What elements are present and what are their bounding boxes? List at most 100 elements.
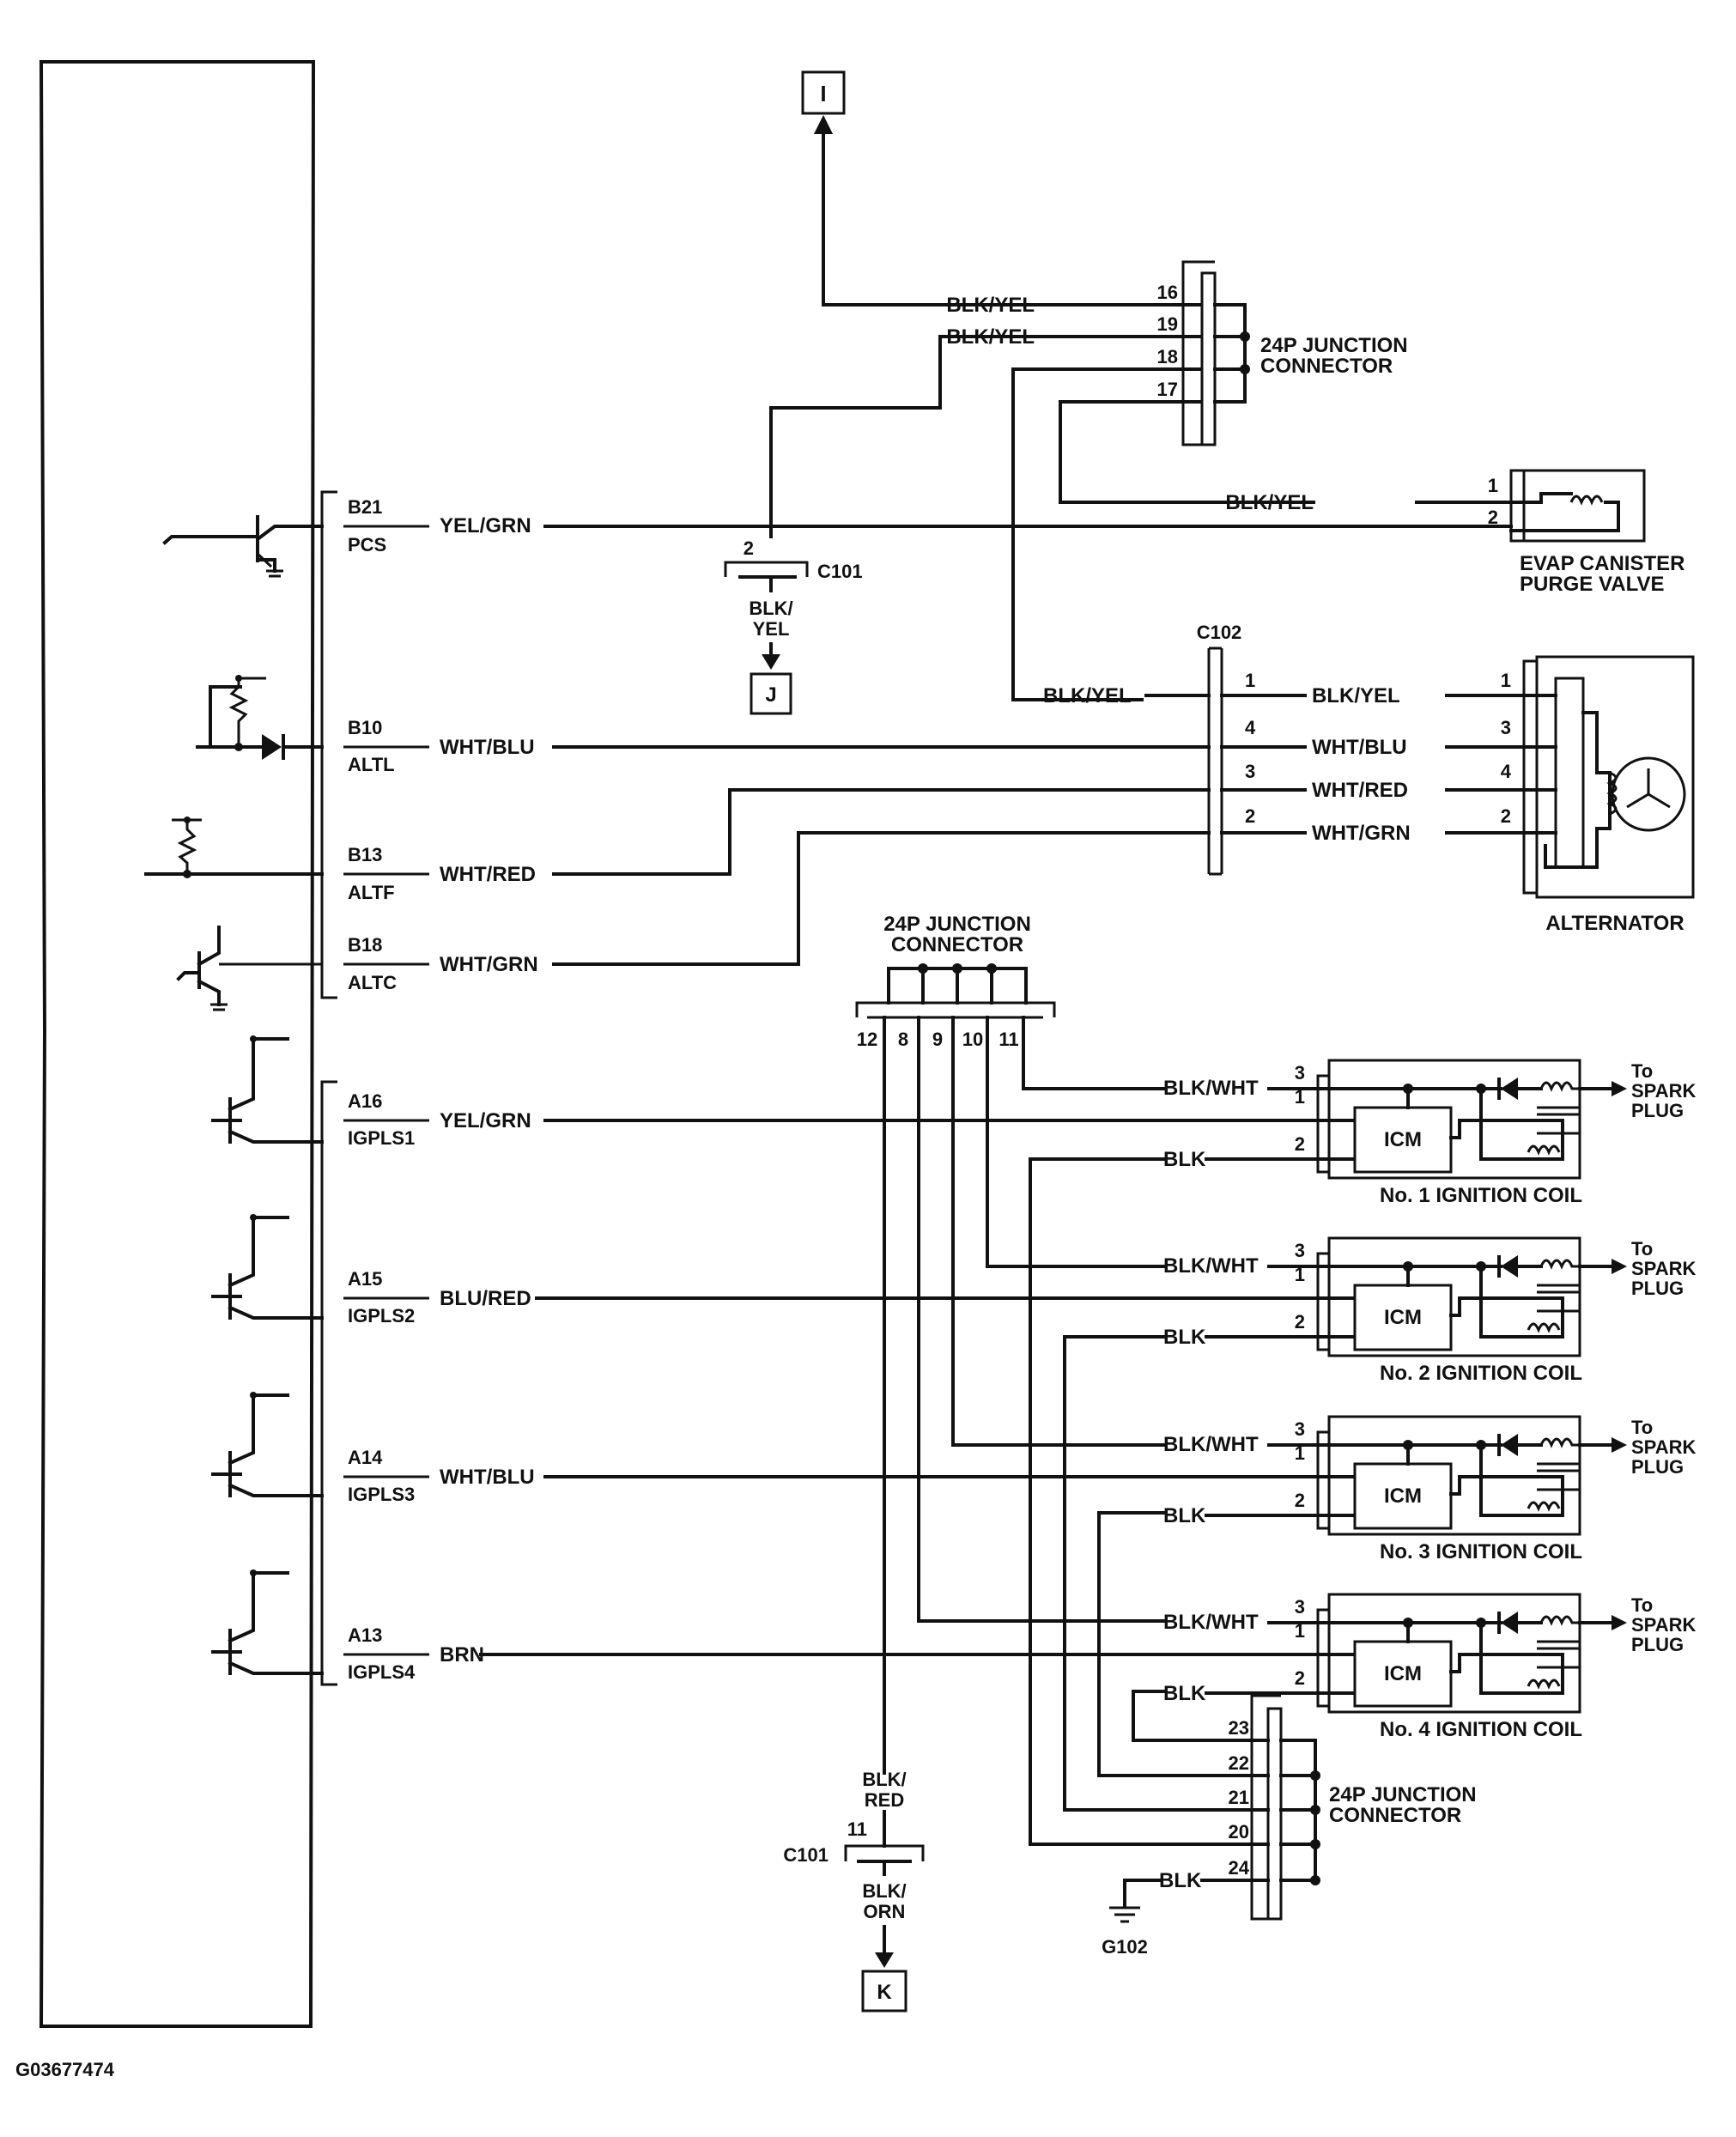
pin-a15: A15 (348, 1268, 382, 1290)
coil-2-icm-label: ICM (1384, 1306, 1422, 1329)
jc-bot-pin-21: 21 (1229, 1787, 1249, 1808)
coil-4-to_l2: SPARK (1631, 1614, 1696, 1636)
primary-coil-icon (1527, 1144, 1561, 1156)
signal-igpls3: IGPLS3 (348, 1484, 415, 1505)
ref-i-label: I (820, 81, 826, 106)
c102-right-wire-2: WHT/GRN (1312, 822, 1411, 845)
coil-4-pin-2: 2 (1295, 1667, 1305, 1689)
alt-pin-4: 4 (1501, 761, 1512, 782)
c102-left-wire: BLK/YEL (1043, 684, 1132, 707)
signal-altl: ALTL (348, 754, 395, 775)
g102-name: G102 (1102, 1936, 1148, 1958)
coil-4-label: No. 4 IGNITION COIL (1380, 1718, 1582, 1741)
resistor-icon (177, 820, 197, 874)
evap-pin-1: 1 (1488, 475, 1498, 496)
wire-whtblu-b10: WHT/BLU (440, 736, 535, 759)
arrow-right-icon (1612, 1437, 1627, 1453)
coil-3-icm-box (1353, 1462, 1453, 1530)
coil-3-wire-top: BLK/WHT (1163, 1433, 1259, 1456)
jc-top-label-line2: CONNECTOR (1260, 355, 1393, 378)
figure-id: G03677474 (15, 2059, 115, 2080)
c101-bot-wire-bot-l1: BLK/ (862, 1880, 906, 1902)
alt-pin-2: 2 (1501, 805, 1511, 827)
c101-top-pin: 2 (744, 537, 754, 559)
coil-3-pin-2: 2 (1295, 1490, 1305, 1511)
diode-icon (1501, 1078, 1518, 1100)
arrow-right-icon (1612, 1259, 1627, 1274)
jc-mid-label-line1: 24P JUNCTION (883, 913, 1031, 936)
coil-2-wire-top: BLK/WHT (1163, 1254, 1259, 1278)
resistor-icon (228, 678, 249, 747)
coil-3-label: No. 3 IGNITION COIL (1380, 1540, 1582, 1563)
ground-icon (266, 569, 283, 578)
wire-whtgrn-b18: WHT/GRN (440, 953, 538, 976)
secondary-coil-icon (1539, 1437, 1601, 1448)
jc-mid-label-line2: CONNECTOR (891, 933, 1023, 956)
diode-icon (1501, 1255, 1518, 1278)
jc-mid-pin-12: 12 (857, 1029, 877, 1050)
solenoid-coil-icon (1569, 495, 1604, 506)
coil-2-label: No. 2 IGNITION COIL (1380, 1362, 1582, 1385)
jc-bot-pin-23: 23 (1229, 1717, 1249, 1739)
c102-pin-2: 2 (1245, 805, 1255, 827)
pin-a14: A14 (348, 1447, 383, 1468)
secondary-coil-icon (1539, 1259, 1601, 1270)
coil-4-pin-1: 1 (1295, 1620, 1305, 1642)
coil-2-to_l2: SPARK (1631, 1258, 1696, 1279)
diode-icon (1501, 1612, 1518, 1634)
coil-1-pin-3: 3 (1295, 1062, 1305, 1084)
wire-yelgrn-b21: YEL/GRN (440, 514, 531, 537)
arrow-right-icon (1612, 1081, 1627, 1096)
ref-j-label: J (765, 683, 776, 707)
coil-1-wire-bot: BLK (1163, 1148, 1206, 1171)
ground-icon (1109, 1906, 1140, 1923)
coil-3-icm-label: ICM (1384, 1484, 1422, 1508)
coil-1-icm-label: ICM (1384, 1128, 1422, 1151)
jc-bot-pin-24: 24 (1229, 1857, 1250, 1879)
c101-bot-wire-top-l2: RED (865, 1789, 904, 1811)
alternator-label: ALTERNATOR (1545, 912, 1684, 935)
jc-bot-label-line2: CONNECTOR (1329, 1804, 1461, 1827)
coil-2-to_l1: To (1631, 1238, 1653, 1260)
evap-label-line2: PURGE VALVE (1520, 573, 1664, 596)
signal-altc: ALTC (348, 972, 397, 993)
wire-whtred-b13: WHT/RED (440, 863, 536, 886)
c102-right-wire-3: WHT/RED (1312, 779, 1408, 802)
primary-coil-icon (1527, 1679, 1561, 1690)
coil-1-to_l2: SPARK (1631, 1080, 1696, 1102)
alt-pin-1: 1 (1501, 670, 1511, 691)
coil-4-icm-box (1353, 1640, 1453, 1708)
wire-label-blkyel-16: BLK/YEL (946, 294, 1035, 317)
coil-1-wire-top: BLK/WHT (1163, 1077, 1259, 1100)
jc-mid-pin-8: 8 (898, 1029, 908, 1050)
evap-label-line1: EVAP CANISTER (1520, 552, 1684, 575)
jc-mid-pin-11: 11 (999, 1029, 1018, 1050)
jc-top-label-line1: 24P JUNCTION (1260, 334, 1408, 357)
signal-altf: ALTF (348, 882, 395, 903)
coil-3-pin-1: 1 (1295, 1442, 1305, 1464)
wire-whtblu-a14: WHT/BLU (440, 1466, 535, 1489)
evap-pin-2: 2 (1488, 507, 1498, 528)
jc-top-pin-19: 19 (1157, 313, 1178, 335)
diode-icon (262, 734, 282, 760)
jc-bot-label-line1: 24P JUNCTION (1329, 1783, 1477, 1806)
c102-right-wire-1: BLK/YEL (1312, 684, 1400, 707)
c102-right-wire-4: WHT/BLU (1312, 736, 1407, 759)
coil-1-icm-box (1353, 1106, 1453, 1174)
coil-2-pin-3: 3 (1295, 1240, 1305, 1261)
alt-pin-3: 3 (1501, 717, 1511, 738)
stator-icon (1611, 756, 1686, 832)
ref-box-k (861, 1970, 907, 2013)
coil-1-to_l1: To (1631, 1060, 1653, 1082)
coil-4-wire-bot: BLK (1163, 1682, 1206, 1705)
diode-icon (1501, 1434, 1518, 1456)
coil-2-pin-2: 2 (1295, 1311, 1305, 1333)
arrow-down-icon (762, 654, 780, 670)
jc-top-pin-17: 17 (1157, 379, 1178, 400)
arrow-right-icon (1612, 1615, 1627, 1630)
